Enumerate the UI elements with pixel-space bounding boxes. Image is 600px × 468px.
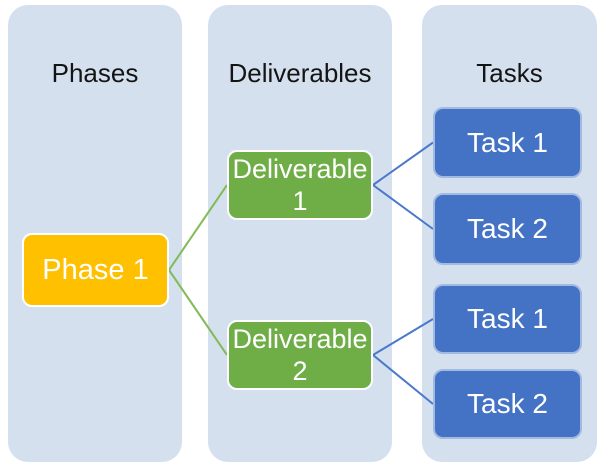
deliverable-2-task-1-label: Task 1 (467, 303, 548, 334)
deliverable-2-task-2-node[interactable]: Task 2 (433, 369, 582, 439)
deliverable-2-task-1-node[interactable]: Task 1 (433, 284, 582, 354)
deliverable-1-task-1-label: Task 1 (467, 126, 548, 158)
phase-1-node[interactable]: Phase 1 (22, 233, 169, 307)
phases-column-title: Phases (51, 58, 139, 88)
tasks-column-title: Tasks (476, 58, 543, 88)
deliverable-1-task-1-node[interactable]: Task 1 (433, 107, 582, 178)
deliverable-1-node[interactable]: Deliverable 1 (227, 150, 373, 220)
deliverable-1-task-2-label: Task 2 (467, 213, 548, 244)
deliverables-column: Deliverables (208, 5, 392, 462)
deliverable-2-label: Deliverable 2 (232, 324, 368, 386)
phase-1-label: Phase 1 (42, 253, 149, 286)
deliverable-2-node[interactable]: Deliverable 2 (227, 320, 373, 390)
deliverable-1-task-2-node[interactable]: Task 2 (433, 193, 582, 265)
deliverable-1-label: Deliverable 1 (232, 154, 368, 216)
deliverable-2-task-2-label: Task 2 (467, 388, 548, 419)
deliverables-column-title: Deliverables (228, 58, 372, 88)
